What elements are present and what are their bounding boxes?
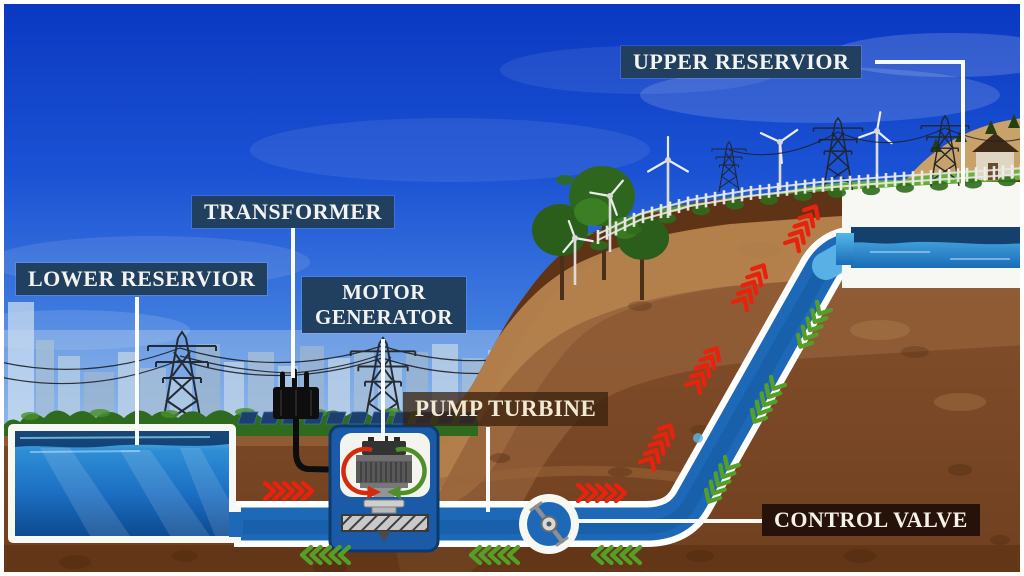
upper-reservoir bbox=[836, 182, 1024, 288]
fence-bushes bbox=[556, 175, 1016, 251]
rotation-arrow-red bbox=[341, 446, 381, 499]
transmission-tower-icon bbox=[920, 114, 970, 187]
green-flow-chevrons bbox=[299, 544, 352, 566]
green-flow-chevrons bbox=[590, 544, 643, 566]
transmission-tower-icon bbox=[711, 141, 747, 193]
red-flow-chevrons bbox=[782, 204, 821, 254]
leader-upper-reservoir bbox=[875, 60, 965, 186]
wind-turbine-icon bbox=[858, 111, 893, 178]
motor-generator-unit bbox=[356, 436, 412, 497]
pump-turbine-house bbox=[328, 424, 440, 553]
motor-generator-label-line2: GENERATOR bbox=[315, 305, 453, 330]
upper-reservoir-label: UPPER RESERVIOR bbox=[621, 46, 862, 79]
motor-generator-label-line1: MOTOR bbox=[342, 280, 426, 304]
transformer-label: TRANSFORMER bbox=[192, 196, 394, 229]
green-flow-chevrons bbox=[468, 544, 521, 566]
motor-generator-label: MOTOR GENERATOR bbox=[302, 277, 466, 334]
leader-lines bbox=[135, 60, 965, 523]
hill-power-lines bbox=[728, 127, 1024, 156]
hill-transmission-towers bbox=[711, 114, 970, 193]
shaft-and-runner bbox=[341, 499, 429, 542]
red-flow-chevrons bbox=[262, 480, 315, 502]
lower-reservoir bbox=[8, 424, 243, 543]
green-flow-chevrons bbox=[749, 374, 788, 424]
control-valve-label: CONTROL VALVE bbox=[762, 504, 980, 537]
red-flow-chevrons bbox=[575, 482, 628, 504]
red-flow-chevrons bbox=[730, 263, 769, 313]
wind-turbines bbox=[562, 111, 893, 285]
flow-arrows bbox=[262, 204, 834, 566]
picket-fence bbox=[596, 164, 1024, 244]
wind-turbine-icon bbox=[562, 219, 594, 285]
green-flow-chevrons bbox=[795, 299, 834, 349]
green-flow-chevrons bbox=[703, 454, 742, 504]
wind-turbine-icon bbox=[646, 135, 690, 218]
pump-turbine-label: PUMP TURBINE bbox=[403, 392, 609, 426]
wind-turbine-icon bbox=[589, 179, 624, 252]
red-flow-chevrons bbox=[637, 423, 676, 473]
red-flow-chevrons bbox=[683, 346, 722, 396]
lower-reservoir-label: LOWER RESERVIOR bbox=[16, 263, 268, 296]
control-valve bbox=[519, 494, 579, 554]
wind-turbine-icon bbox=[759, 128, 799, 190]
rotation-arrow-green bbox=[387, 446, 427, 499]
